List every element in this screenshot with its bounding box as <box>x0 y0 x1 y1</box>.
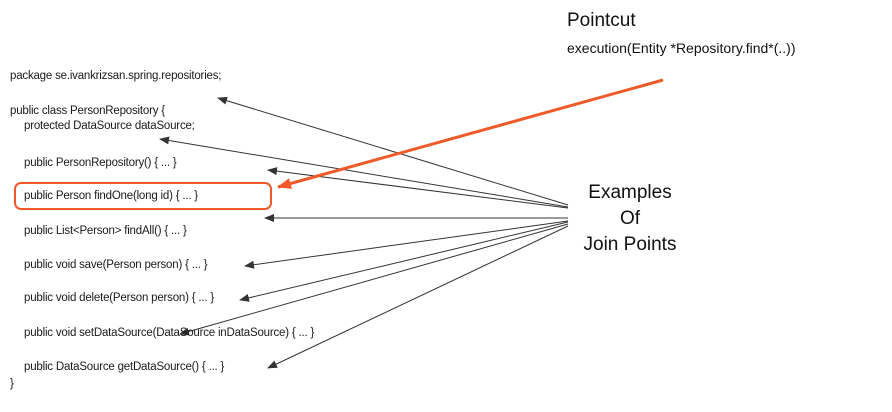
code-line-delete: public void delete(Person person) { ... … <box>24 292 214 304</box>
code-line-setdatasource: public void setDataSource(DataSource inD… <box>24 327 315 339</box>
code-line-class-declaration: public class PersonRepository { <box>10 105 165 117</box>
code-line-package: package se.ivankrizsan.spring.repositori… <box>10 70 222 82</box>
join-points-label-line: Of <box>619 208 641 229</box>
join-points-label-line: Examples <box>588 182 672 203</box>
matched-join-point-highlight <box>14 182 272 210</box>
join-point-arrow-delete <box>239 221 569 302</box>
join-point-arrow-setdatasource <box>179 223 569 336</box>
join-point-arrow-class <box>217 96 569 206</box>
join-points-label-line: Join Points <box>583 234 677 255</box>
pointcut-title: Pointcut <box>567 10 636 31</box>
code-line-closing-brace: } <box>10 378 14 390</box>
code-line-findone: public Person findOne(long id) { ... } <box>24 190 198 202</box>
join-point-arrows <box>159 96 569 369</box>
pointcut-arrow <box>277 78 664 189</box>
pointcut-expression: execution(Entity *Repository.find*(..)) <box>567 40 796 56</box>
join-points-label: Examples Of Join Points <box>555 180 705 258</box>
join-point-arrow-field <box>159 136 569 208</box>
code-line-constructor: public PersonRepository() { ... } <box>24 157 177 169</box>
code-line-field: protected DataSource dataSource; <box>24 120 195 132</box>
code-line-save: public void save(Person person) { ... } <box>24 259 208 271</box>
join-point-arrow-getdatasource <box>267 225 569 369</box>
code-line-findall: public List<Person> findAll() { ... } <box>24 225 187 237</box>
join-point-arrow-constructor <box>267 167 569 209</box>
code-line-getdatasource: public DataSource getDataSource() { ... … <box>24 361 225 373</box>
join-point-arrow-save <box>244 220 569 269</box>
